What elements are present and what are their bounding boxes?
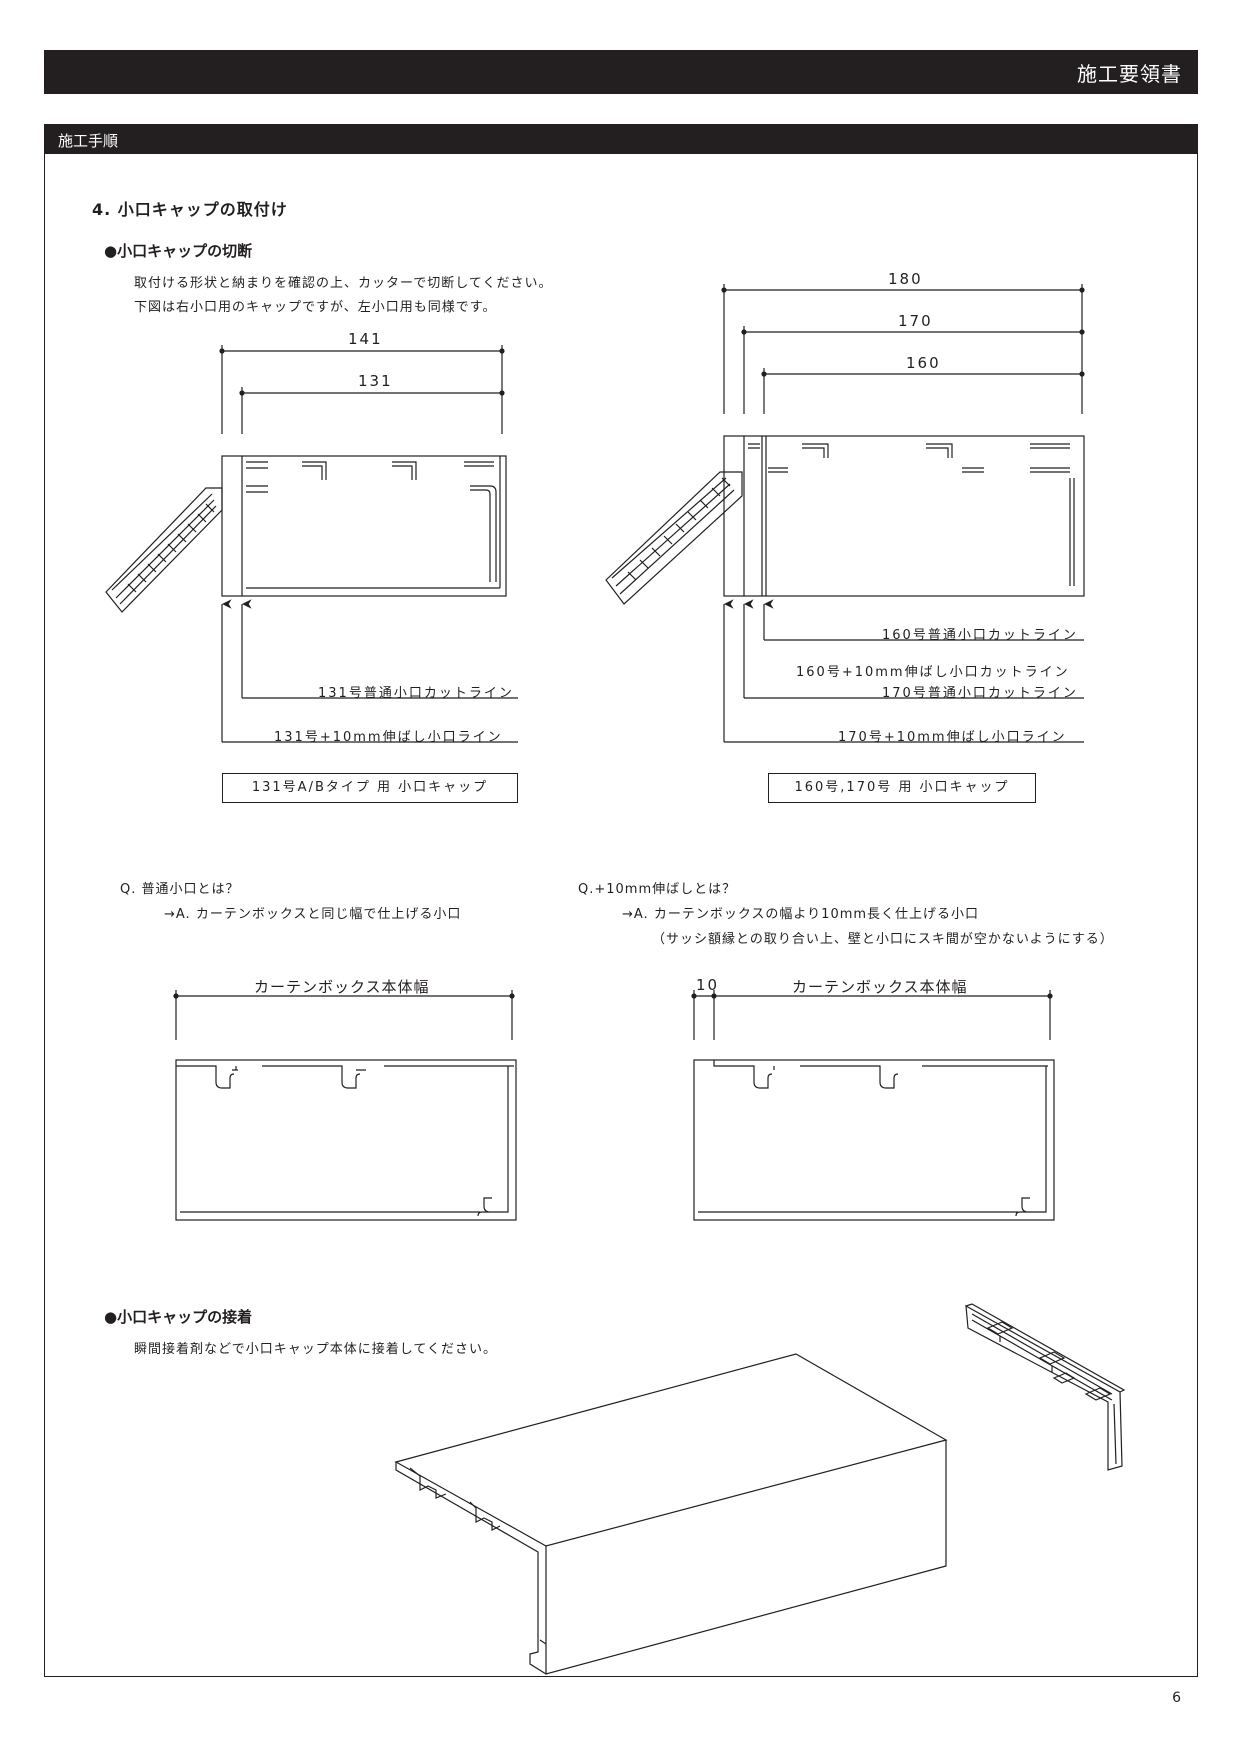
- answer-2: →A. カーテンボックスの幅より10mm長く仕上げる小口: [622, 907, 980, 922]
- bonding-heading: ●小口キャップの接着: [104, 1308, 253, 1326]
- compare-left-width-label: カーテンボックス本体幅: [254, 978, 430, 996]
- right-cut-figure: [605, 284, 1085, 743]
- left-caption-box: 131号A/Bタイプ 用 小口キャップ: [222, 773, 518, 803]
- right-dim-mid: 170: [898, 312, 933, 330]
- cutting-text-1: 取付ける形状と納まりを確認の上、カッターで切断してください。: [134, 276, 553, 291]
- question-1: Q. 普通小口とは？: [120, 882, 240, 897]
- page-number: 6: [1172, 1690, 1181, 1706]
- document-title: 施工要領書: [1077, 62, 1182, 86]
- section-header-bar: 施工手順: [44, 124, 1198, 154]
- compare-right-offset-label: 10: [696, 976, 720, 994]
- compare-left-figure: [173, 990, 517, 1221]
- answer-2-note: （サッシ額縁との取り合い上、壁と小口にスキ間が空かないようにする）: [652, 932, 1114, 947]
- cutting-heading: ●小口キャップの切断: [104, 242, 253, 260]
- bonding-isometric-figure: [394, 1303, 1126, 1675]
- compare-right-width-label: カーテンボックス本体幅: [792, 978, 968, 996]
- right-caption-box: 160号,170号 用 小口キャップ: [768, 773, 1036, 803]
- bonding-text: 瞬間接着剤などで小口キャップ本体に接着してください。: [134, 1342, 497, 1357]
- left-dim-inner: 131: [358, 372, 393, 390]
- left-cut-figure: [105, 345, 518, 743]
- section-title: 施工手順: [58, 132, 119, 150]
- left-label-ext: 131号+10mm伸ばし小口ライン: [274, 730, 503, 745]
- right-label-160-ext: 160号+10mm伸ばし小口カットライン: [796, 665, 1070, 680]
- compare-right-figure: [691, 990, 1055, 1221]
- answer-1: →A. カーテンボックスと同じ幅で仕上げる小口: [164, 907, 462, 922]
- question-2: Q.+10mm伸ばしとは？: [578, 882, 737, 897]
- cutting-text-2: 下図は右小口用のキャップですが、左小口用も同様です。: [134, 300, 497, 315]
- right-label-160: 160号普通小口カットライン: [882, 628, 1078, 643]
- right-dim-outer: 180: [888, 270, 923, 288]
- page-header-bar: 施工要領書: [44, 50, 1198, 94]
- step-title: 4. 小口キャップの取付け: [92, 200, 288, 219]
- left-label-cut: 131号普通小口カットライン: [318, 686, 514, 701]
- right-dim-inner: 160: [906, 354, 941, 372]
- right-label-170-ext: 170号+10mm伸ばし小口ライン: [838, 730, 1067, 745]
- content-frame: [44, 154, 1198, 1677]
- right-label-170: 170号普通小口カットライン: [882, 686, 1078, 701]
- left-dim-outer: 141: [348, 330, 383, 348]
